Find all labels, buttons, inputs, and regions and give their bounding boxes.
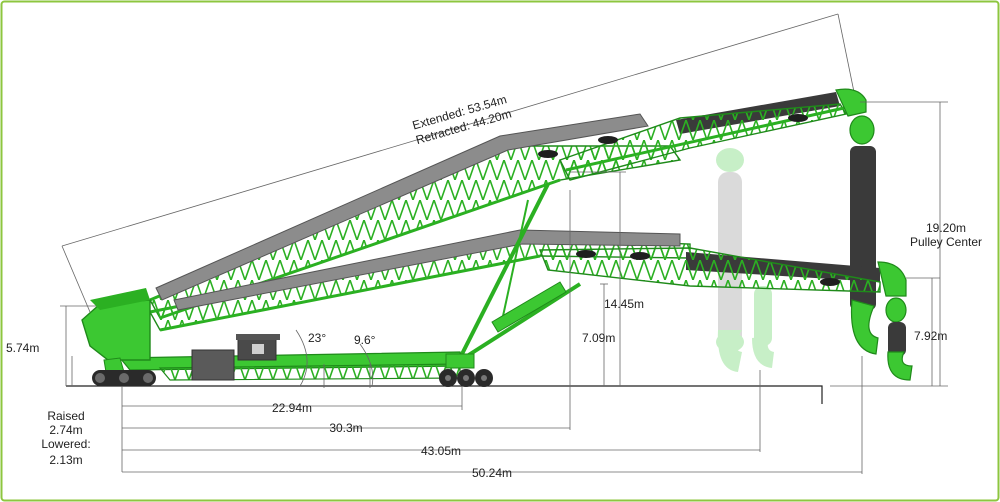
distance-22-94-label: 22.94m [272,401,312,415]
dimension-lines [60,101,948,474]
chassis-truss [118,351,463,381]
raised-value: 2.74m [49,423,82,437]
wheel-bogie-icon [439,353,493,387]
height-14-45-label: 14.45m [604,297,644,311]
raised-label: Raised [47,409,84,423]
boom-length-dimension [61,13,855,313]
angle-23-label: 23° [308,331,326,345]
telescopic-chute-icon [849,115,879,355]
height-7-92-label: 7.92m [914,329,947,343]
distance-50-24-label: 50.24m [472,466,512,480]
pulley-center-text: Pulley Center [910,235,982,249]
lowered-value: 2.13m [49,453,82,467]
lower-boom [148,229,907,332]
lower-chute [885,297,913,381]
height-5-74-label: 5.74m [6,341,39,355]
ground-line [66,385,823,404]
height-7-09-label: 7.09m [582,331,615,345]
crawler-track-icon [92,370,156,386]
lowered-label: Lowered: [41,437,90,451]
distance-43-05-label: 43.05m [421,444,461,458]
distance-30-3-label: 30.3m [329,421,362,435]
pulley-center-value: 19.20m [926,221,966,235]
support-struts [458,183,582,360]
tail-pivot [81,288,151,373]
engine-housing-icon [191,334,280,381]
angle-9-6-label: 9.6° [354,333,376,347]
